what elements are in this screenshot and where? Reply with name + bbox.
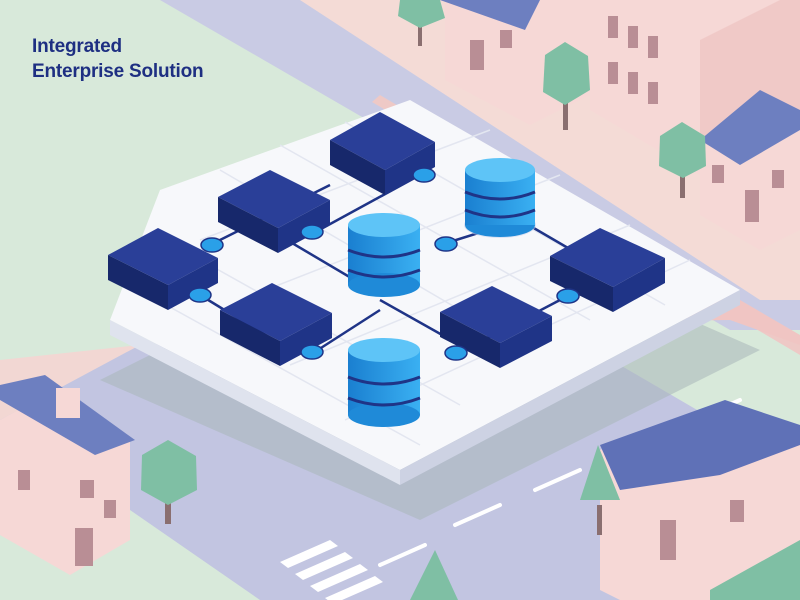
- title-line-1: Integrated: [32, 36, 122, 57]
- database-cylinder-icon: [347, 213, 421, 297]
- server-block-icon: [440, 286, 552, 368]
- server-block-icon: [550, 228, 665, 312]
- title-line-2: Enterprise Solution: [32, 61, 204, 82]
- hedge: [710, 540, 800, 600]
- tree-icon: [543, 42, 590, 130]
- database-cylinder-icon: [464, 158, 536, 238]
- network-node-icon: [188, 167, 580, 361]
- server-block-icon: [220, 283, 332, 366]
- house-icon: [700, 90, 800, 250]
- server-block-icon: [108, 228, 218, 310]
- tree-icon: [410, 550, 458, 600]
- page-title: Integrated Enterprise Solution: [32, 34, 204, 84]
- tree-icon: [398, 0, 445, 46]
- house-icon: [0, 375, 135, 575]
- tree-icon: [659, 122, 706, 198]
- crosswalk: [280, 540, 383, 600]
- tree-icon: [580, 445, 620, 535]
- tree-icon: [141, 440, 197, 524]
- house-icon: [600, 400, 800, 600]
- database-cylinder-icon: [347, 338, 421, 427]
- server-block-icon: [330, 112, 435, 195]
